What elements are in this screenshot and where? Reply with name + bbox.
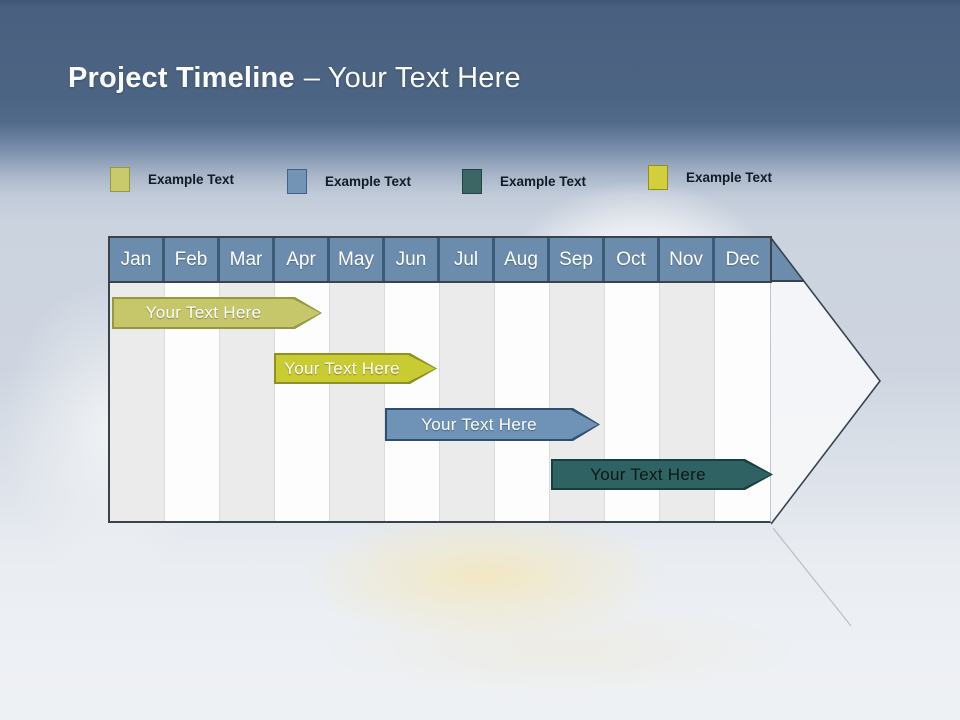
month-cell-sep: Sep <box>550 238 605 281</box>
timeline-arrow-head <box>771 237 882 627</box>
month-cell-jul: Jul <box>440 238 495 281</box>
grid-column-feb <box>165 283 220 521</box>
legend-label: Example Text <box>686 170 773 185</box>
legend-swatch-icon <box>462 169 482 194</box>
legend-swatch-icon <box>110 167 130 192</box>
grid-column-oct <box>605 283 660 521</box>
month-cell-mar: Mar <box>220 238 275 281</box>
legend-label: Example Text <box>325 174 412 189</box>
legend-item-2: Example Text <box>287 169 411 194</box>
month-cell-feb: Feb <box>165 238 220 281</box>
month-cell-dec: Dec <box>715 238 770 281</box>
grid-column-jan <box>110 283 165 521</box>
legend-swatch-icon <box>648 165 668 190</box>
slide-title-main: Project Timeline <box>68 62 295 94</box>
slide-title-placeholder: – Your Text Here <box>303 62 521 94</box>
arrow-reflection-line <box>772 527 852 627</box>
grid-column-mar <box>220 283 275 521</box>
grid-column-may <box>330 283 385 521</box>
grid-column-sep <box>550 283 605 521</box>
month-cell-aug: Aug <box>495 238 550 281</box>
grid-column-nov <box>660 283 715 521</box>
grid-column-aug <box>495 283 550 521</box>
legend-item-1: Example Text <box>110 167 234 192</box>
month-cell-may: May <box>330 238 385 281</box>
month-cell-nov: Nov <box>660 238 715 281</box>
grid-column-jun <box>385 283 440 521</box>
arrow-head-outline <box>771 237 882 525</box>
slide-title: Project Timeline– Your Text Here <box>68 62 521 95</box>
grid-column-jul <box>440 283 495 521</box>
month-cell-jun: Jun <box>385 238 440 281</box>
legend-item-3: Example Text <box>462 169 586 194</box>
legend-item-4: Example Text <box>648 165 772 190</box>
timeline-grid <box>108 283 771 523</box>
arrow-head-body <box>771 238 880 524</box>
legend-swatch-icon <box>287 169 307 194</box>
grid-column-dec <box>715 283 770 521</box>
grid-column-apr <box>275 283 330 521</box>
legend-label: Example Text <box>148 172 235 187</box>
month-cell-oct: Oct <box>605 238 660 281</box>
month-cell-jan: Jan <box>110 238 165 281</box>
month-cell-apr: Apr <box>275 238 330 281</box>
legend-label: Example Text <box>500 174 587 189</box>
